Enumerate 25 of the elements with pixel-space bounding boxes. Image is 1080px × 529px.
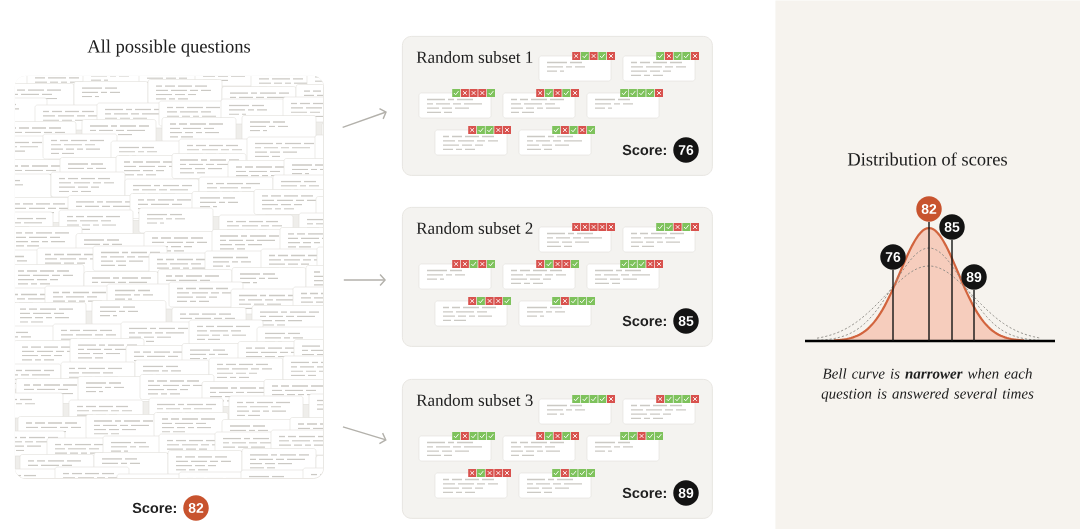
score-badge: 76 [880, 244, 906, 270]
leader-line [892, 269, 894, 342]
score-badge: 85 [673, 308, 699, 334]
chart-heading: Distribution of scores [847, 152, 1007, 166]
chart-caption: Bell curve is narrower when each question is answered several times [821, 368, 1034, 402]
panel-heading: Random subset 1 [416, 51, 533, 63]
arrow [341, 107, 387, 129]
score-badge: 82 [916, 196, 942, 222]
score-label: Score: [622, 144, 666, 156]
leader-line [928, 221, 930, 342]
score-label: Score: [622, 315, 666, 327]
score-label: Score: [132, 502, 176, 514]
arrow [343, 273, 386, 287]
panel-heading: Random subset 3 [416, 394, 533, 406]
leader-line [973, 289, 975, 342]
arrow [342, 426, 387, 445]
panel-heading: Random subset 2 [416, 222, 533, 234]
panel-heading: All possible questions [87, 39, 251, 57]
score-badge: 82 [183, 495, 209, 521]
score-badge: 76 [673, 137, 699, 163]
score-label: Score: [622, 487, 666, 499]
score-badge: 89 [961, 264, 987, 290]
score-badge: 89 [673, 480, 699, 506]
leader-line [951, 239, 953, 342]
score-badge: 85 [939, 214, 965, 240]
